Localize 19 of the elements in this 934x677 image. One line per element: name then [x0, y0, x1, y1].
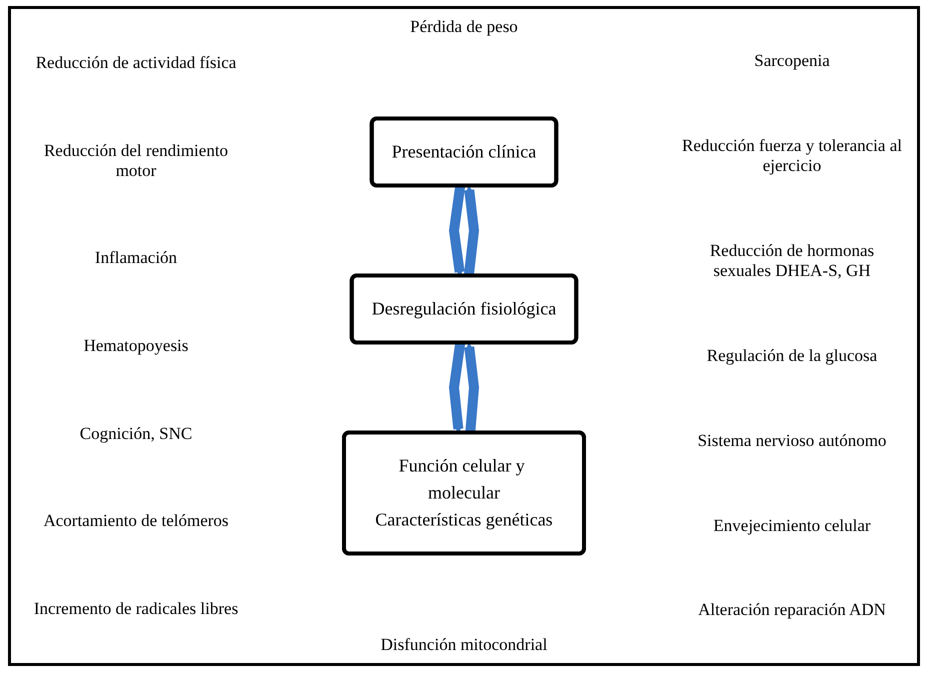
annotation-text: Reducción del rendimiento motor	[42, 140, 230, 181]
annotation-text: Sistema nervioso autónomo	[698, 430, 886, 451]
annotation-text: Regulación de la glucosa	[706, 346, 878, 366]
annotation-text: Disfunción mitocondrial	[380, 635, 548, 655]
annotation-text: Hematopoyesis	[84, 336, 188, 356]
annotation-text: Reducción de hormonas sexuales DHEA-S, GH	[708, 241, 876, 282]
arrow	[448, 185, 466, 276]
annotation-text: Reducción de actividad física	[36, 52, 236, 73]
annotation-text: Inflamación	[94, 248, 178, 268]
annotation-text: Envejecimiento celular	[713, 516, 871, 536]
annotation-text: Acortamiento de telómeros	[43, 511, 229, 532]
arrow	[448, 342, 466, 434]
annotation-text: Alteración reparación ADN	[698, 600, 886, 620]
annotation-text: Cognición, SNC	[80, 424, 192, 444]
annotation-text: Reducción fuerza y tolerancia al ejercicio	[682, 136, 902, 176]
annotation-text: Pérdida de peso	[410, 17, 518, 37]
annotation-text: Incremento de radicales libres	[34, 599, 238, 620]
arrow	[464, 342, 480, 434]
annotation-text: Sarcopenia	[754, 51, 830, 72]
